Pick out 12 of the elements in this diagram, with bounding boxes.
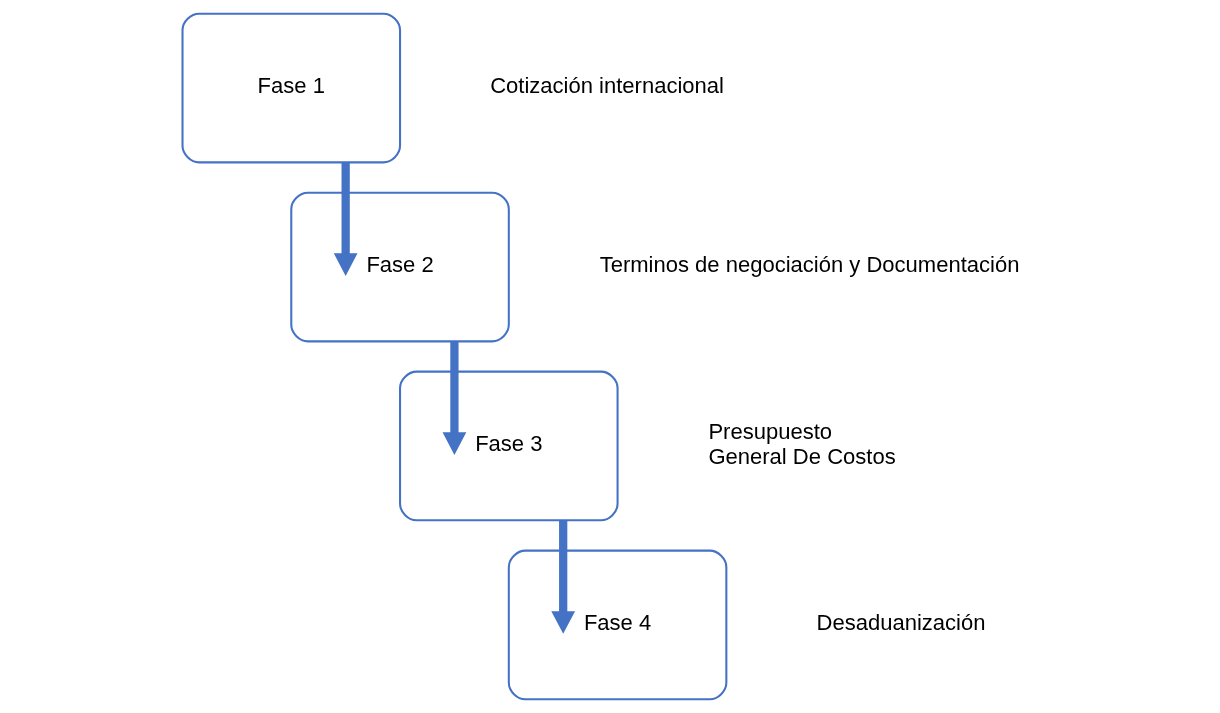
node-label: General De Costos <box>708 443 896 469</box>
node-box: Fase 2 <box>290 191 510 343</box>
node-label: Terminos de negociación y Documentación <box>599 252 1020 278</box>
node-label: Cotización internacional <box>490 73 724 99</box>
arrow <box>333 162 358 276</box>
node-box: Fase 3 <box>399 370 619 522</box>
node-label: Desaduanización <box>816 610 986 636</box>
arrow <box>551 520 576 634</box>
node-label: Presupuesto <box>708 418 833 444</box>
node-box: Fase 4 <box>507 549 728 701</box>
arrow <box>442 341 467 455</box>
node-box: Fase 1 <box>181 12 402 164</box>
